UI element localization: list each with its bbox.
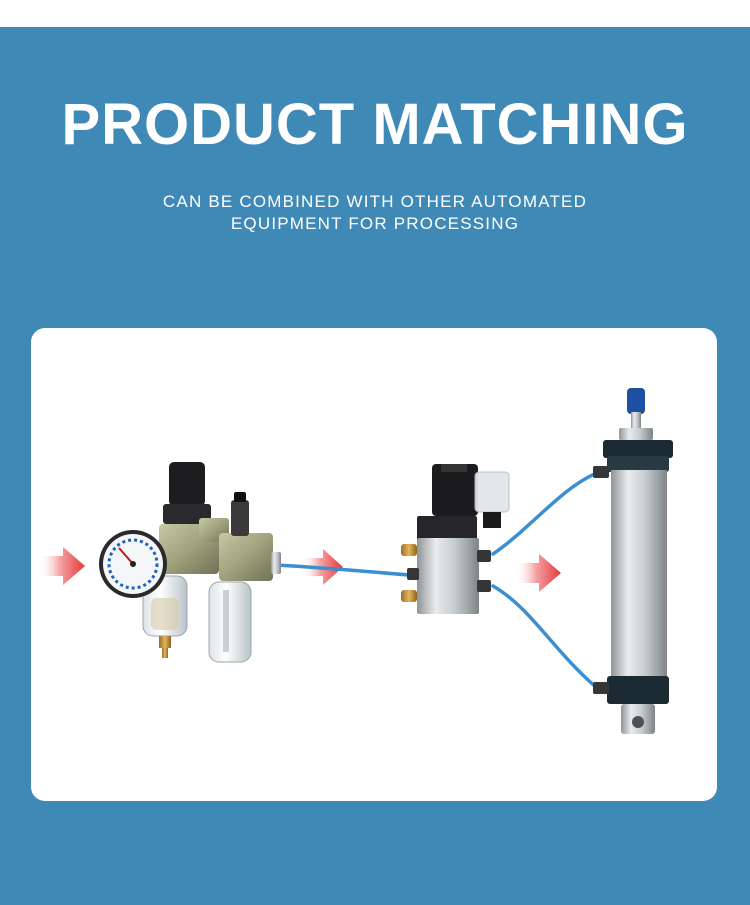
pneumatic-cylinder xyxy=(593,388,673,734)
product-panel xyxy=(31,328,717,801)
product-illustration xyxy=(39,388,673,734)
air-hoses xyxy=(274,471,599,690)
flow-arrow-input xyxy=(39,547,85,585)
solenoid-valve xyxy=(401,464,510,614)
frl-unit xyxy=(99,462,281,663)
subtitle-line-1: CAN BE COMBINED WITH OTHER AUTOMATED xyxy=(162,192,588,211)
page-subtitle: CAN BE COMBINED WITH OTHER AUTOMATED EQU… xyxy=(0,191,750,235)
subtitle-line-2: EQUIPMENT FOR PROCESSING xyxy=(230,214,520,233)
page-title: PRODUCT MATCHING xyxy=(61,92,689,157)
flow-arrow-output xyxy=(515,554,561,592)
